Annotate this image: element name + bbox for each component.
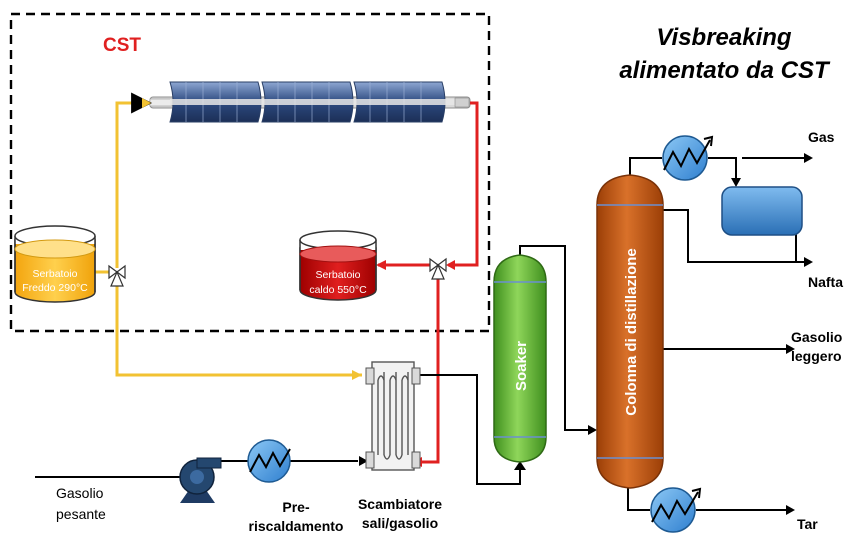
preheater-icon (247, 439, 291, 483)
cold-salt-lines (95, 92, 362, 377)
title-line-2: alimentato da CST (619, 57, 831, 84)
nafta-label: Nafta (808, 274, 843, 290)
hot-valve-icon (429, 257, 447, 280)
preheat-label-2: riscaldamento (249, 518, 344, 534)
solar-collector-icon (149, 81, 471, 123)
process-arrowheads (359, 153, 813, 515)
light-gasoil-label-2: leggero (791, 348, 842, 364)
distillation-column (596, 174, 664, 489)
exchanger-label-2: sali/gasolio (362, 515, 438, 531)
reboiler-icon (650, 487, 702, 533)
title-line-1: Visbreaking (656, 24, 792, 51)
soaker-label: Soaker (513, 341, 530, 391)
cold-valve-icon (108, 264, 126, 287)
hot-tank-label-2: caldo 550°C (309, 284, 367, 296)
light-gasoil-label-1: Gasolio (791, 329, 842, 345)
cold-tank-label-2: Freddo 290°C (22, 282, 88, 294)
hot-tank-label-1: Serbatoio (316, 269, 361, 281)
feed-label-1: Gasolio (56, 485, 104, 501)
reflux-drum-icon (721, 186, 803, 236)
cst-label: CST (103, 35, 141, 56)
cst-boundary (9, 12, 491, 333)
tar-label: Tar (797, 516, 818, 532)
soaker-vessel (493, 254, 547, 463)
hot-tank (299, 230, 377, 301)
condenser-icon (662, 135, 714, 181)
gas-label: Gas (808, 129, 835, 145)
pump-icon (179, 457, 222, 503)
exchanger-label-1: Scambiatore (358, 496, 442, 512)
process-lines (35, 157, 806, 511)
feed-label-2: pesante (56, 506, 106, 522)
column-label: Colonna di distillazione (623, 248, 640, 416)
preheat-label-1: Pre- (282, 499, 310, 515)
shell-tube-exchanger-icon (365, 361, 421, 471)
cold-tank (14, 222, 96, 303)
cold-tank-label-1: Serbatoio (33, 268, 78, 280)
